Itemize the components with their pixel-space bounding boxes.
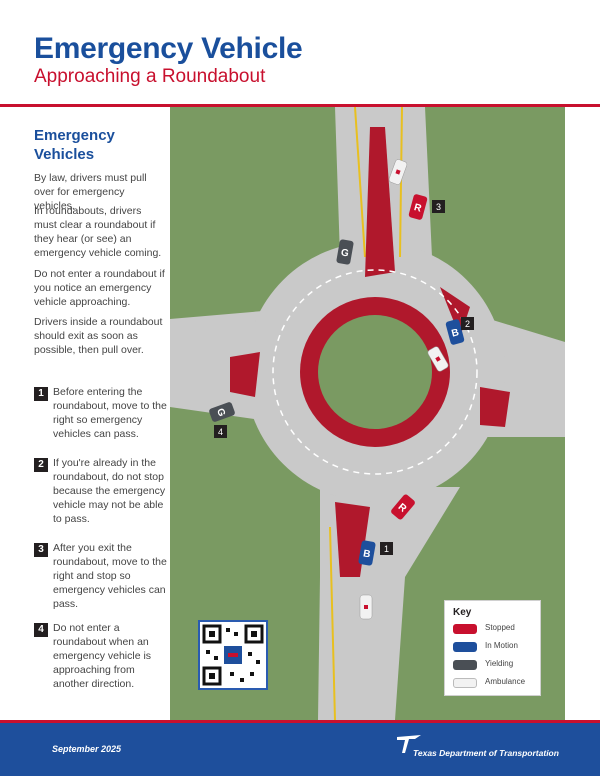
- key-label-yielding: Yielding: [485, 659, 514, 668]
- step-number-3: 3: [34, 543, 48, 557]
- in-motion-car-1: B: [358, 540, 376, 566]
- svg-text:3: 3: [436, 202, 441, 212]
- page-title: Emergency Vehicle: [34, 32, 303, 65]
- map-marker-4: 4: [214, 425, 227, 438]
- svg-text:2: 2: [465, 319, 470, 329]
- map-marker-3: 3: [432, 200, 445, 213]
- stopped-car-icon: [453, 624, 477, 634]
- step-text-4: Do not enter a roundabout when an emerge…: [53, 622, 152, 690]
- north-splitter-island: [365, 127, 395, 277]
- intro-paragraph-1: By law, drivers must pull over for emerg…: [34, 172, 147, 212]
- north-edge-line: [354, 107, 366, 258]
- key-item-in-motion: In Motion: [453, 639, 541, 655]
- step-text-2: If you're already in the roundabout, do …: [53, 457, 166, 525]
- svg-text:1: 1: [384, 544, 389, 554]
- ambulance-icon: [453, 678, 477, 688]
- step-text-3: After you exit the roundabout, move to t…: [53, 542, 167, 610]
- key-item-stopped: Stopped: [453, 621, 541, 637]
- txdot-logo-icon: [397, 735, 421, 753]
- svg-text:R: R: [413, 202, 424, 215]
- south-edge-line: [329, 526, 336, 720]
- map-key: Key Stopped In Motion Yielding Ambulance: [444, 600, 541, 696]
- yielding-car-4: G: [209, 402, 235, 422]
- svg-text:4: 4: [218, 427, 223, 437]
- svg-text:B: B: [450, 327, 460, 339]
- step-number-2: 2: [34, 458, 48, 472]
- yielding-car-north: G: [336, 239, 354, 265]
- footer-stripe: [0, 720, 600, 723]
- ambulance-east: [427, 346, 449, 372]
- ambulance-south: [359, 594, 373, 620]
- footer-brand: Texas Department of Transportation: [413, 748, 559, 758]
- in-motion-car-icon: [453, 642, 477, 652]
- map-marker-1: 1: [380, 542, 393, 555]
- step-number-4: 4: [34, 623, 48, 637]
- yielding-car-icon: [453, 660, 477, 670]
- intro-paragraph-2: In roundabouts, drivers must clear a rou…: [34, 205, 162, 259]
- east-splitter-island: [480, 387, 510, 427]
- sidebar: [0, 107, 170, 720]
- footer: [0, 720, 600, 776]
- central-island-inner: [318, 315, 432, 429]
- key-item-yielding: Yielding: [453, 657, 541, 673]
- sidebar-heading: Emergency Vehicles: [34, 127, 115, 163]
- header-divider: [0, 104, 600, 107]
- roundabout-diagram: R B G G R B 3 2: [170, 107, 565, 720]
- intro-paragraph-4: Drivers inside a roundabout should exit …: [34, 316, 163, 356]
- intro-paragraph-3: Do not enter a roundabout if you notice …: [34, 268, 165, 308]
- map-marker-2: 2: [461, 317, 474, 330]
- key-label-stopped: Stopped: [485, 623, 515, 632]
- stopped-car-3: R: [408, 194, 428, 220]
- ambulance-north: [388, 159, 408, 185]
- qr-code[interactable]: [198, 620, 268, 690]
- key-label-in-motion: In Motion: [485, 641, 518, 650]
- step-number-1: 1: [34, 387, 48, 401]
- key-item-ambulance: Ambulance: [453, 675, 541, 691]
- svg-text:B: B: [362, 548, 371, 560]
- footer-date: September 2025: [52, 744, 122, 754]
- svg-text:G: G: [214, 407, 227, 418]
- svg-text:G: G: [340, 247, 350, 259]
- lane-divider: [272, 269, 478, 475]
- page-subtitle: Approaching a Roundabout: [34, 66, 266, 87]
- step-text-1: Before entering the roundabout, move to …: [53, 386, 167, 440]
- key-title: Key: [453, 607, 472, 618]
- stopped-car-1: R: [391, 494, 415, 520]
- qr-code-icon: [202, 624, 264, 686]
- west-splitter-island: [230, 352, 260, 397]
- key-label-ambulance: Ambulance: [485, 677, 526, 686]
- in-motion-car-2: B: [445, 319, 465, 345]
